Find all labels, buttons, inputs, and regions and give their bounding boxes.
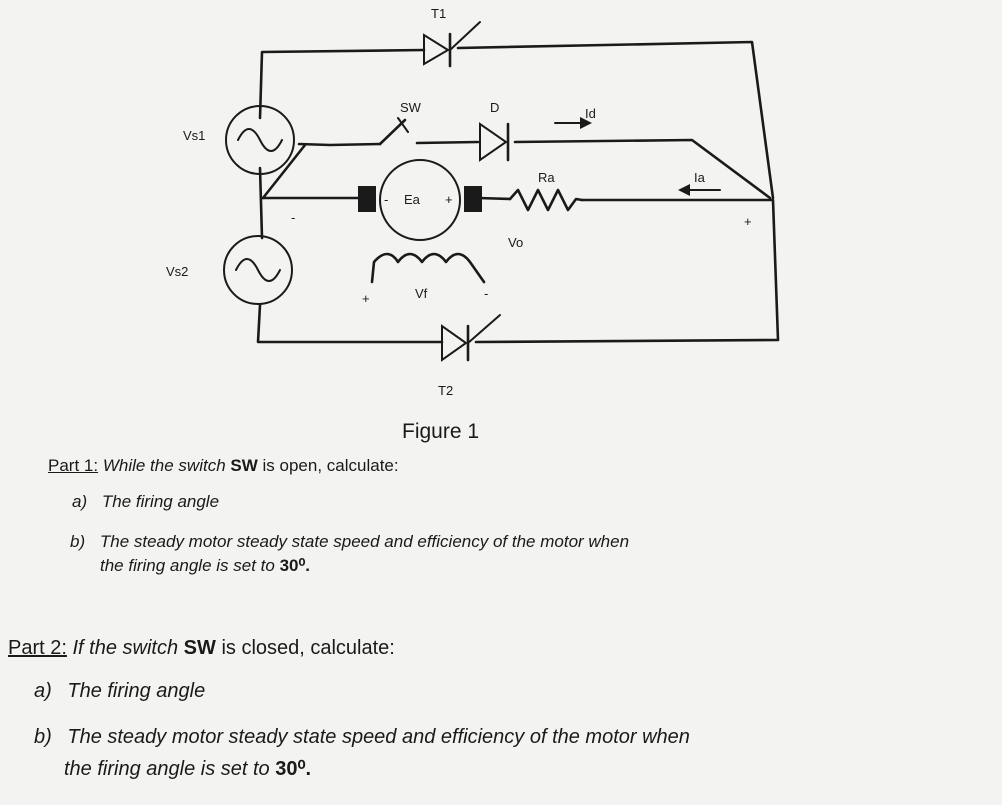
ac-source-vs2-icon — [223, 235, 293, 305]
vf-minus-sign: - — [484, 286, 488, 301]
t1-label: T1 — [431, 6, 446, 21]
circuit-diagram: T1 T2 SW D Id Vs1 Vs2 Ea - + Ra Ia Vo + … — [166, 6, 780, 398]
part1-b-text2: the firing angle is set to — [100, 556, 275, 575]
vs2-label: Vs2 — [166, 264, 188, 279]
vf-plus-sign: + — [362, 291, 370, 306]
motor-armature-icon — [358, 159, 482, 241]
id-label: Id — [585, 106, 596, 121]
field-winding-icon — [370, 252, 486, 284]
part2-intro-b: is closed, calculate: — [221, 637, 395, 659]
ia-label: Ia — [694, 170, 706, 185]
part2-intro: Part 2: If the switch SW is closed, calc… — [8, 637, 395, 660]
wires — [256, 40, 780, 344]
part2-item-b: b) The steady motor steady state speed a… — [34, 726, 690, 749]
part2-header: Part 2: — [8, 637, 67, 659]
part2-b-text2: the firing angle is set to — [64, 758, 270, 780]
part1-b-value: 30⁰. — [279, 556, 311, 575]
thyristor-t2-icon — [441, 314, 501, 362]
part1-sw: SW — [230, 456, 258, 475]
d-label: D — [490, 100, 499, 115]
part2-a-marker: a) — [34, 680, 52, 702]
vo-plus-sign: + — [744, 214, 752, 229]
ea-label: Ea — [404, 192, 421, 207]
part1-b-marker: b) — [70, 532, 86, 551]
switch-sw-icon — [378, 117, 409, 146]
part2-intro-a: If the switch — [72, 637, 179, 659]
diode-d-icon — [479, 122, 510, 162]
part2-a-text: The firing angle — [67, 680, 206, 702]
part1-item-b-line2: the firing angle is set to 30⁰. — [100, 556, 310, 576]
vs1-label: Vs1 — [183, 128, 205, 143]
part1-item-a: a) The firing angle — [72, 492, 219, 512]
vs-minus-sign: - — [291, 210, 295, 225]
part1-intro: Part 1: While the switch SW is open, cal… — [48, 456, 399, 476]
part2-item-b-line2: the firing angle is set to 30⁰. — [64, 756, 311, 781]
part2-b-value: 30⁰. — [275, 758, 312, 780]
figure-caption: Figure 1 — [402, 420, 480, 443]
part1-a-marker: a) — [72, 492, 88, 511]
vf-label: Vf — [415, 286, 428, 301]
ac-source-vs1-icon — [225, 105, 295, 175]
part1-intro-a: While the switch — [102, 456, 226, 475]
part1-a-text: The firing angle — [101, 492, 220, 511]
thyristor-t1-icon — [423, 21, 481, 68]
part1-item-b: b) The steady motor steady state speed a… — [70, 532, 629, 552]
sw-label: SW — [400, 100, 422, 115]
ia-arrow-icon — [678, 184, 721, 196]
part1-b-text: The steady motor steady state speed and … — [99, 532, 630, 551]
part2-b-marker: b) — [34, 726, 52, 748]
ea-minus-sign: - — [384, 192, 388, 207]
ea-plus-sign: + — [445, 192, 453, 207]
part1-intro-b: is open, calculate: — [262, 456, 399, 475]
part2-b-text: The steady motor steady state speed and … — [67, 726, 690, 748]
part1-header: Part 1: — [48, 456, 99, 475]
id-arrow-icon — [554, 117, 592, 129]
resistor-ra-icon — [508, 188, 584, 212]
vo-label: Vo — [508, 235, 523, 250]
part2-sw: SW — [183, 637, 216, 659]
t2-label: T2 — [438, 383, 453, 398]
ra-label: Ra — [538, 170, 555, 185]
part2-item-a: a) The firing angle — [34, 680, 205, 703]
